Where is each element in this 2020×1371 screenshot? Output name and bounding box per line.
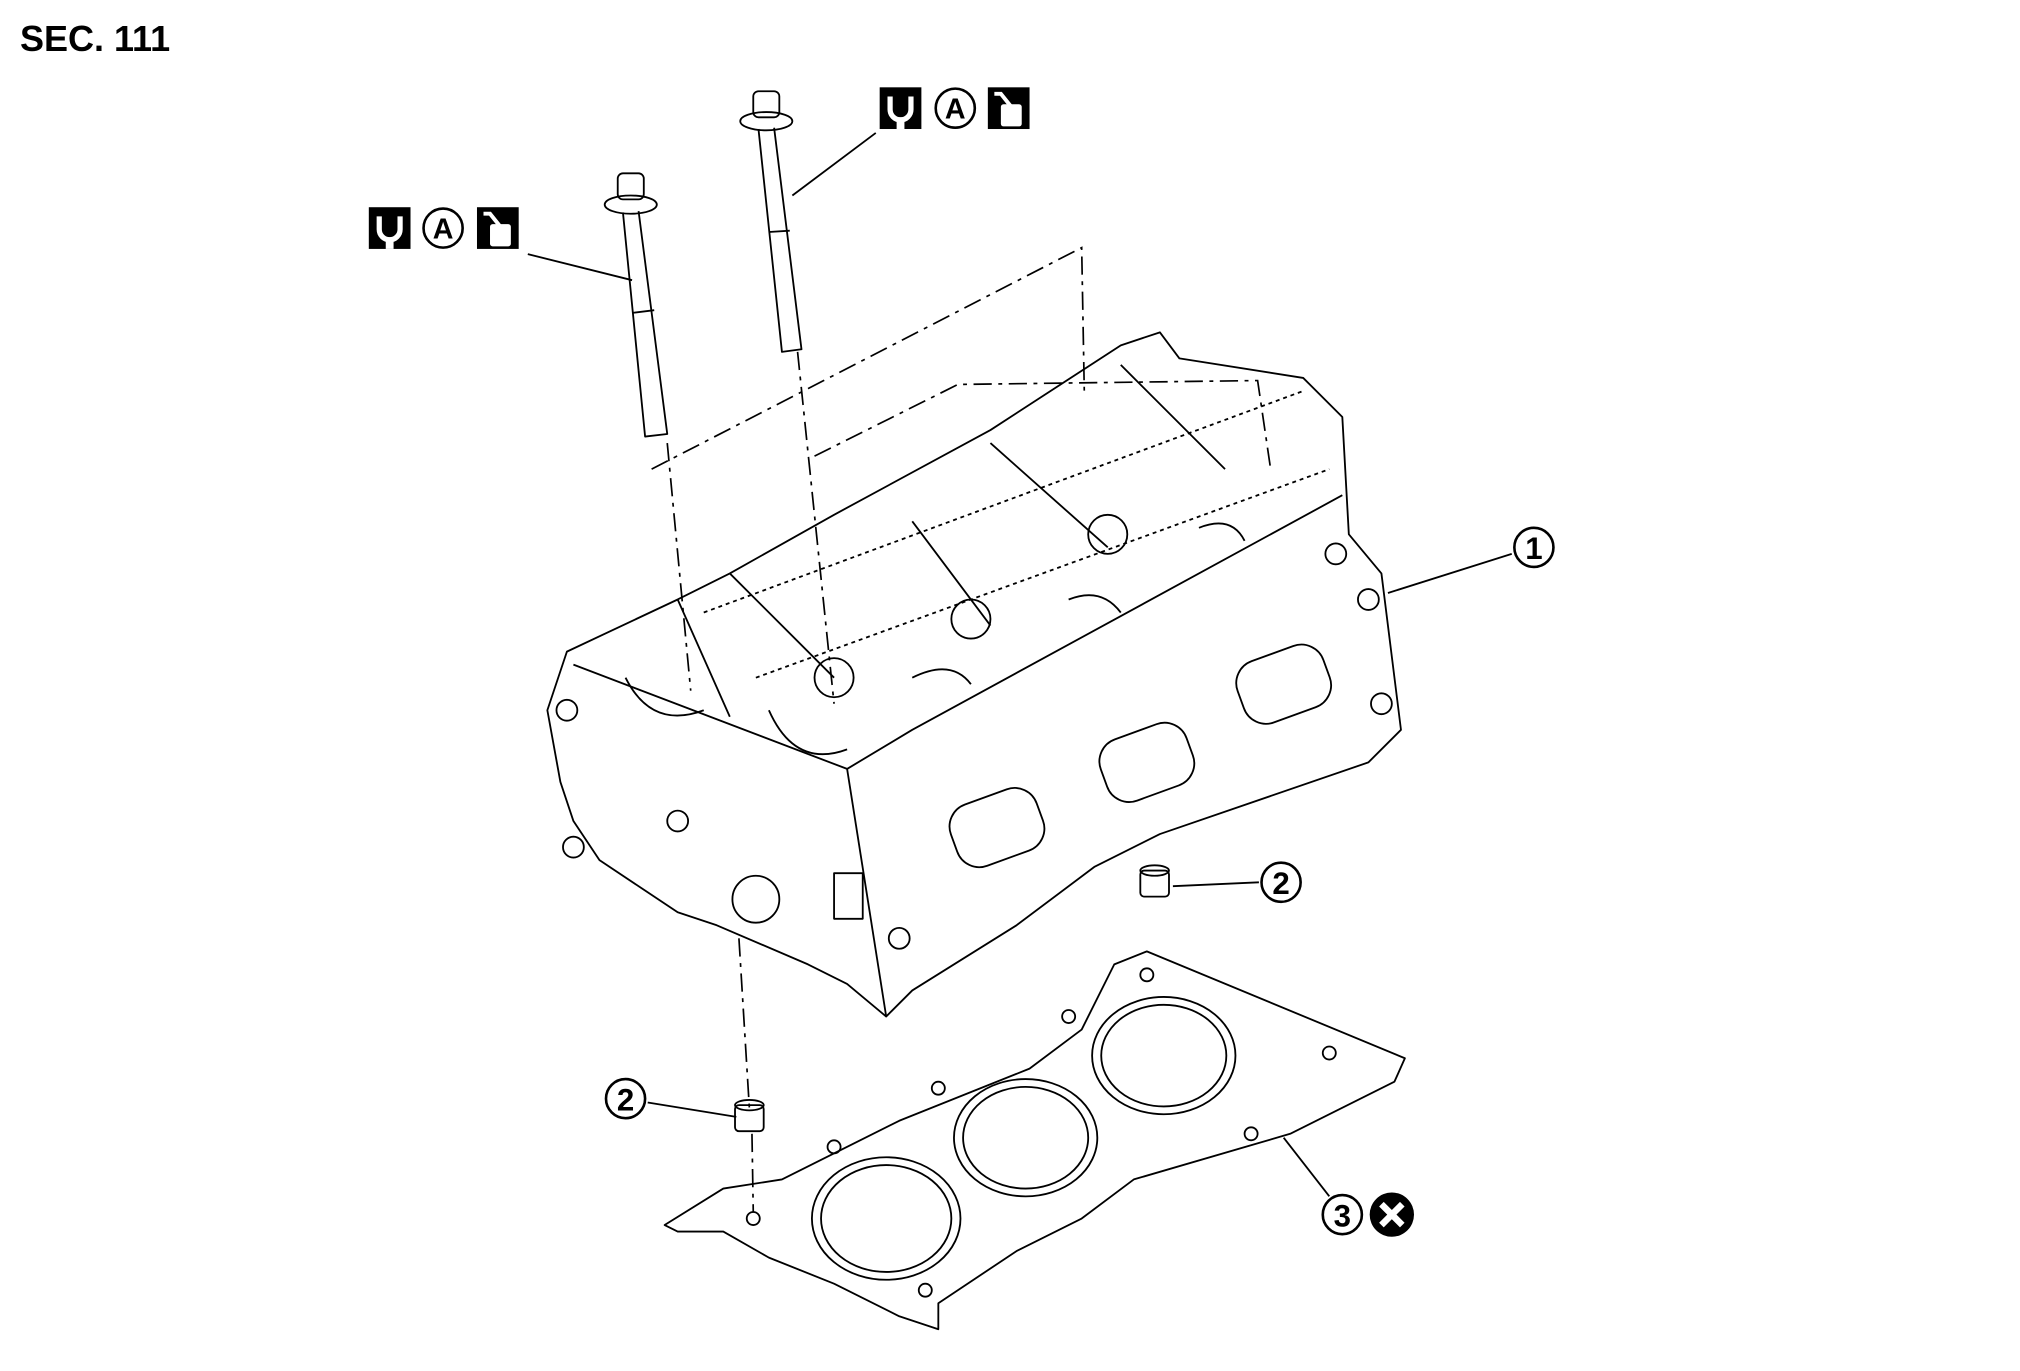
svg-text:1: 1 — [1525, 531, 1542, 566]
callout-1: 1 — [1513, 526, 1555, 569]
leader-lines — [527, 132, 1513, 1197]
wrench-icon — [879, 87, 922, 130]
bolt-right — [739, 90, 803, 353]
svg-text:3: 3 — [1334, 1198, 1351, 1233]
svg-text:2: 2 — [617, 1082, 634, 1117]
wrench-icon — [368, 207, 411, 249]
procedure-a-label: A — [945, 93, 966, 125]
cylinder-head-gasket — [663, 950, 1406, 1331]
bolt-left — [603, 172, 669, 438]
alignment-lines — [651, 246, 1272, 1213]
callout-2-right: 2 — [1260, 861, 1302, 904]
cylinder-head — [546, 331, 1402, 1018]
oil-can-icon — [987, 87, 1030, 130]
bolt-symbols-right: A — [879, 87, 1030, 130]
bolt-symbols-left: A — [368, 207, 519, 249]
dowel-pin-left — [734, 1099, 765, 1133]
do-not-reuse-icon — [1369, 1192, 1414, 1237]
callout-3: 3 — [1321, 1193, 1364, 1236]
dowel-pin-right — [1139, 864, 1170, 898]
callout-2-left: 2 — [604, 1077, 647, 1120]
oil-can-icon — [476, 207, 519, 249]
section-number: SEC. 111 — [20, 18, 171, 59]
procedure-a-label: A — [433, 213, 454, 245]
svg-text:2: 2 — [1272, 866, 1289, 901]
